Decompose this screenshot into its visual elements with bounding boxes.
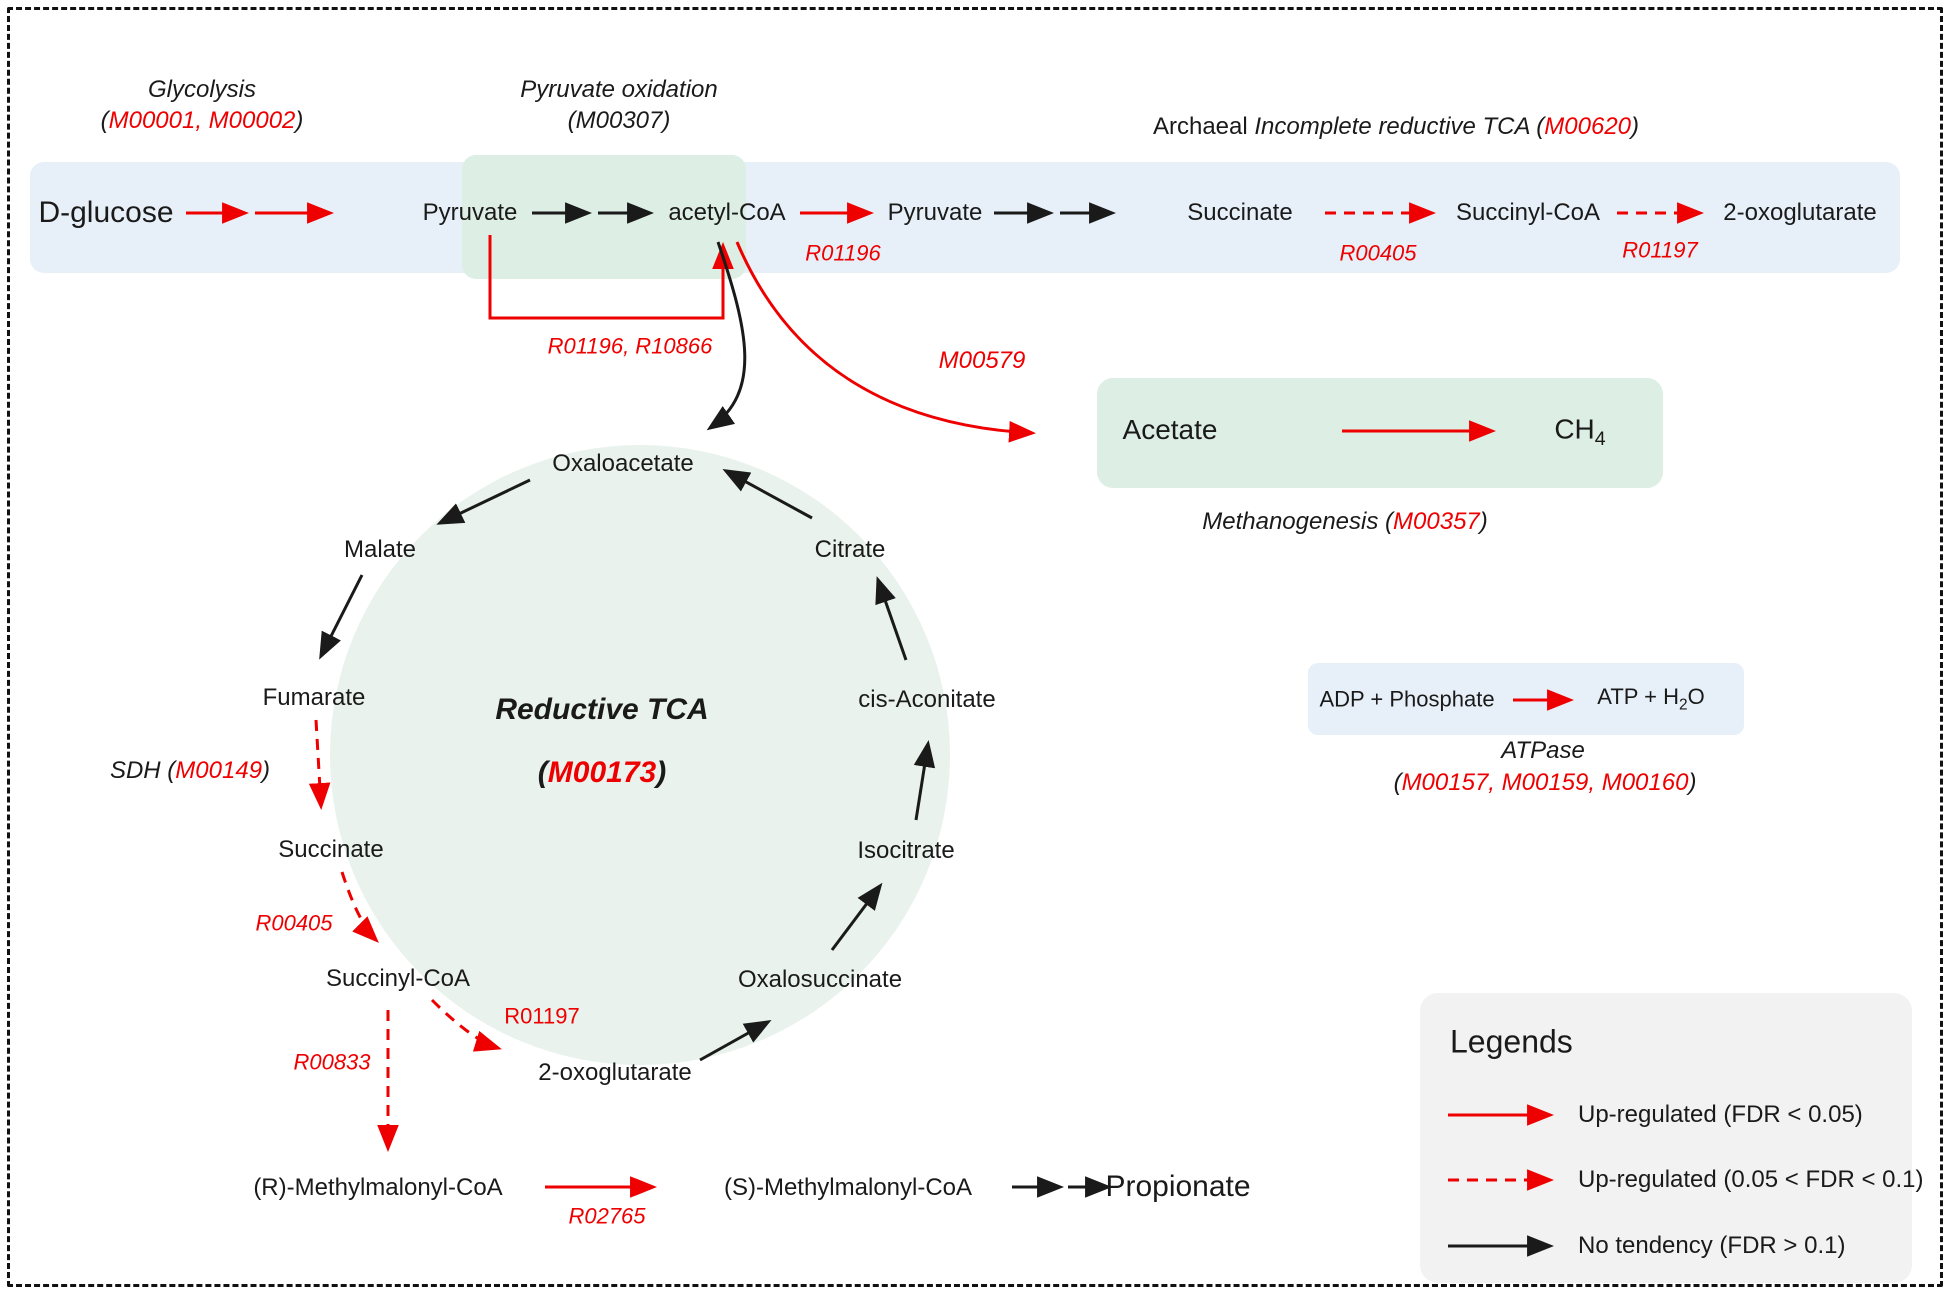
- legend-arrows: [1448, 1104, 1555, 1257]
- arrow-acetylcoa-to-acetate-m00579: [735, 241, 1037, 443]
- label-malate: Malate: [343, 536, 417, 564]
- label-propionate: Propionate: [1105, 1169, 1251, 1203]
- glycolysis-modules: (M00001, M00002): [100, 107, 304, 135]
- top-row-arrows: [186, 202, 1705, 320]
- label-d-glucose: D-glucose: [38, 195, 174, 229]
- label-sdh-m00149: SDH (M00149): [109, 757, 271, 785]
- label-isocitrate: Isocitrate: [857, 837, 955, 865]
- label-atpase: ATPase: [1501, 737, 1585, 765]
- arrow-malate-fumarate: [319, 574, 364, 660]
- label-r00833: R00833: [293, 1049, 371, 1075]
- arrow-succinylcoa-oxoglutarate-tca-dashed: [430, 998, 502, 1052]
- label-atp-h2o: ATP + H2O: [1597, 683, 1705, 714]
- arrow-oxoglutarate-oxalosuccinate: [699, 1020, 772, 1062]
- arrow-oxalosuccinate-isocitrate: [830, 882, 883, 951]
- label-r01196: R01196: [805, 240, 881, 266]
- label-cis-aconitate: cis-Aconitate: [858, 686, 996, 714]
- arrow-acetylcoa-to-oxaloacetate: [706, 241, 747, 431]
- archaeal-title: Archaeal Incomplete reductive TCA (M0062…: [1152, 113, 1640, 141]
- tca-title: Reductive TCA: [495, 692, 709, 726]
- legend-box: [1420, 993, 1912, 1283]
- label-2-oxoglutarate-top: 2-oxoglutarate: [1723, 199, 1877, 227]
- arrow-fumarate-succinate-dashed: [308, 719, 331, 811]
- label-citrate: Citrate: [814, 536, 886, 564]
- branch-arrows: [706, 241, 1575, 711]
- label-bypass-r01196-r10866: R01196, R10866: [547, 333, 713, 359]
- methanogenesis-box: [1097, 378, 1663, 488]
- methanogenesis-caption: Methanogenesis (M00357): [1202, 508, 1488, 536]
- label-adp-phosphate: ADP + Phosphate: [1319, 686, 1495, 712]
- arrow-succinate-succinylcoa-tca-dashed: [340, 871, 379, 943]
- arrow-citrate-oxaloacetate: [722, 469, 813, 520]
- label-m00579: M00579: [938, 347, 1026, 375]
- pyruvate-oxidation-box: [462, 155, 746, 279]
- label-r01197-top: R01197: [1622, 237, 1698, 263]
- label-succinyl-coa-top: Succinyl-CoA: [1455, 199, 1601, 227]
- label-pyruvate-2: Pyruvate: [887, 199, 983, 227]
- label-r01197-tca: R01197: [504, 1003, 580, 1029]
- label-r00405-tca: R00405: [255, 910, 333, 936]
- label-oxalosuccinate: Oxalosuccinate: [737, 966, 903, 994]
- arrow-bypass-pyruvate-acetylcoa: [488, 235, 734, 320]
- pyruvate-oxidation-title: Pyruvate oxidation: [520, 76, 718, 104]
- legend-no-tendency: No tendency (FDR > 0.1): [1578, 1232, 1846, 1259]
- label-acetyl-coa: acetyl-CoA: [668, 199, 786, 227]
- label-succinyl-coa-tca: Succinyl-CoA: [325, 965, 471, 993]
- arrow-oxaloacetate-malate: [436, 478, 531, 525]
- label-acetate: Acetate: [1122, 413, 1218, 445]
- reductive-tca-circle: [330, 445, 950, 1065]
- legend-up-regulated-solid: Up-regulated (FDR < 0.05): [1578, 1101, 1863, 1128]
- label-s-methylmalonyl-coa: (S)-Methylmalonyl-CoA: [723, 1174, 973, 1202]
- label-succinate-top: Succinate: [1187, 199, 1293, 227]
- label-succinate-tca: Succinate: [278, 836, 384, 864]
- label-pyruvate-1: Pyruvate: [422, 199, 518, 227]
- label-r00405-top: R00405: [1339, 240, 1417, 266]
- tca-module: (M00173): [537, 755, 667, 789]
- label-fumarate: Fumarate: [262, 684, 366, 712]
- label-r02765: R02765: [568, 1203, 646, 1229]
- top-pathway-band: [30, 162, 1900, 273]
- dashed-border: [7, 7, 1943, 1287]
- label-oxaloacetate: Oxaloacetate: [552, 450, 694, 478]
- label-atpase-modules: (M00157, M00159, M00160): [1393, 769, 1697, 797]
- pyruvate-oxidation-modules: (M00307): [567, 107, 671, 135]
- legend-title: Legends: [1450, 1023, 1573, 1060]
- legend-up-regulated-dashed: Up-regulated (0.05 < FDR < 0.1): [1578, 1166, 1924, 1193]
- arrow-isocitrate-cisaconitate: [913, 739, 936, 821]
- label-ch4: CH4: [1554, 413, 1606, 451]
- arrow-cisaconitate-citrate: [875, 576, 908, 661]
- tca-arrows: [308, 469, 936, 1153]
- glycolysis-title: Glycolysis: [147, 76, 257, 104]
- label-2-oxoglutarate-tca: 2-oxoglutarate: [538, 1059, 692, 1087]
- label-r-methylmalonyl-coa: (R)-Methylmalonyl-CoA: [253, 1174, 503, 1202]
